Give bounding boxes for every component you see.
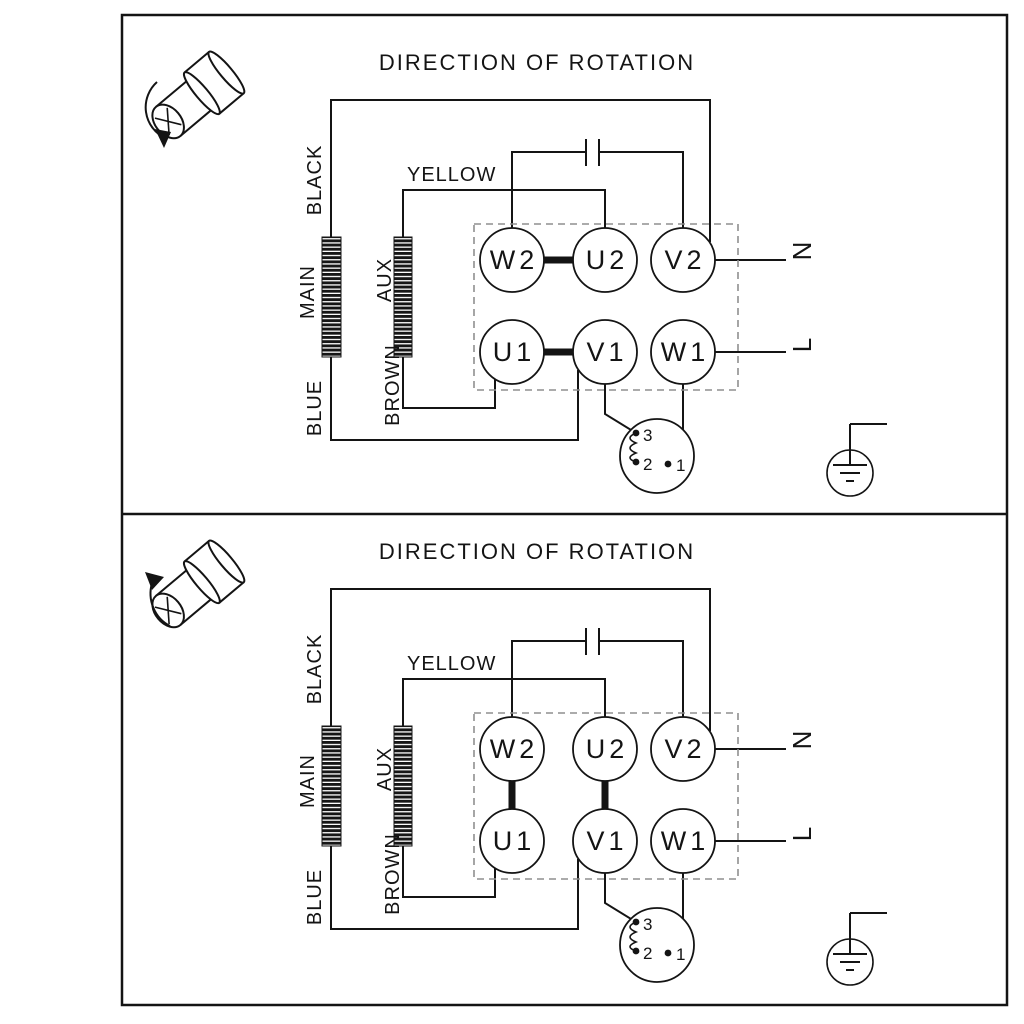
aux-winding-label: AUX: [374, 747, 396, 791]
terminal-w2-label: W2: [490, 245, 539, 275]
live-label: L: [787, 827, 817, 841]
terminal-w1-label: W1: [661, 337, 710, 367]
main-winding-label: MAIN: [297, 754, 319, 808]
panel-bottom-labels: DIRECTION OF ROTATION BLACK MAIN BLUE AU…: [297, 539, 817, 964]
main-winding-label: MAIN: [297, 265, 319, 319]
panel-title: DIRECTION OF ROTATION: [379, 539, 695, 564]
wire-yellow-label: YELLOW: [407, 164, 496, 186]
panel-top-labels: DIRECTION OF ROTATION BLACK MAIN BLUE AU…: [297, 50, 817, 475]
aux-winding-label: AUX: [374, 258, 396, 302]
terminal-w1-label: W1: [661, 826, 710, 856]
wire-black-label: BLACK: [304, 145, 326, 216]
terminal-v2-label: V2: [664, 245, 705, 275]
terminal-u1-label: U1: [493, 337, 536, 367]
thermal-contact-1-label: 1: [676, 945, 685, 964]
wire-brown-label: BROWN: [382, 344, 404, 426]
terminal-u1-label: U1: [493, 826, 536, 856]
neutral-label: N: [787, 731, 817, 750]
panel-bottom: DIRECTION OF ROTATION BLACK MAIN BLUE AU…: [139, 536, 888, 986]
rotation-arrow-icon: [144, 81, 171, 148]
wire-yellow-label: YELLOW: [407, 653, 496, 675]
rotation-arrow-icon: [145, 572, 171, 627]
neutral-label: N: [787, 242, 817, 261]
terminal-w2-label: W2: [490, 734, 539, 764]
live-label: L: [787, 338, 817, 352]
terminal-u2-label: U2: [586, 245, 629, 275]
thermal-contact-2-label: 2: [643, 944, 652, 963]
terminal-v1-label: V1: [586, 826, 627, 856]
wire-blue-label: BLUE: [304, 869, 326, 925]
wire-brown-label: BROWN: [382, 833, 404, 915]
terminal-v1-label: V1: [586, 337, 627, 367]
thermal-contact-1-label: 1: [676, 456, 685, 475]
wire-black-label: BLACK: [304, 634, 326, 705]
thermal-contact-2-label: 2: [643, 455, 652, 474]
panel-top: DIRECTION OF ROTATION BLACK MAIN BLUE AU…: [139, 47, 888, 497]
page-border: [120, 13, 1009, 1007]
terminal-u2-label: U2: [586, 734, 629, 764]
wire-blue-label: BLUE: [304, 380, 326, 436]
thermal-contact-3-label: 3: [643, 426, 652, 445]
terminal-v2-label: V2: [664, 734, 705, 764]
thermal-contact-3-label: 3: [643, 915, 652, 934]
panel-title: DIRECTION OF ROTATION: [379, 50, 695, 75]
